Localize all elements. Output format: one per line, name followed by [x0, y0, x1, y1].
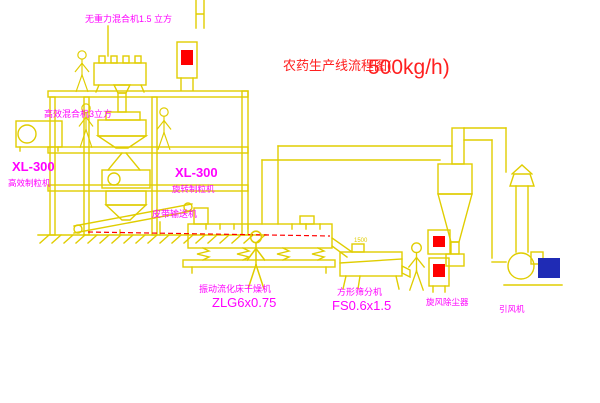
control-cabinet-top — [176, 41, 198, 91]
feeder-hopper — [104, 190, 148, 221]
cyclone-separator — [437, 163, 473, 267]
label-cyclone: 旋风除尘器 — [426, 297, 469, 307]
exhaust-duct — [261, 127, 507, 259]
drawing-title-capacity: 500kg/h) — [368, 56, 450, 79]
label-mixer2: 高效混合机3立方 — [44, 108, 112, 119]
label-granulator-left-model: XL-300 — [12, 159, 55, 174]
control-cabinet-low — [428, 257, 450, 293]
label-conveyor: 皮带输送机 — [152, 208, 197, 219]
fan-motor — [538, 258, 560, 278]
building-frame — [37, 0, 267, 244]
label-granulator-left-name: 高效制粒机 — [8, 178, 51, 188]
fluid-bed-dryer — [182, 207, 353, 274]
label-dryer-name: 振动流化床干燥机 — [199, 283, 271, 294]
drawing-title: 农药生产线流程图( — [283, 58, 392, 73]
label-dryer-model: ZLG6x0.75 — [212, 295, 276, 310]
paddle-mixer — [93, 25, 147, 113]
control-cabinet-mid — [427, 229, 451, 255]
label-sieve-dimension: 1500 — [354, 238, 368, 244]
label-fan: 引风机 — [499, 304, 525, 314]
high-efficiency-mixer — [95, 111, 149, 149]
material-flow-line — [87, 231, 331, 237]
label-granulator-center-model: XL-300 — [175, 165, 218, 180]
belt-conveyor — [73, 202, 193, 236]
worker-figure — [74, 50, 90, 92]
square-sieve — [339, 243, 411, 290]
granulator-center — [101, 152, 151, 189]
granulator-left — [15, 120, 63, 152]
label-sieve-name: 方形筛分机 — [337, 286, 382, 297]
worker-figure — [408, 242, 425, 291]
label-top-mixer: 无重力混合机1.5 立方 — [85, 13, 172, 24]
label-sieve-model: FS0.6x1.5 — [332, 298, 391, 313]
worker-figure — [156, 107, 172, 150]
label-granulator-center-name: 旋转制粒机 — [172, 184, 215, 194]
exhaust-stack — [509, 164, 535, 253]
